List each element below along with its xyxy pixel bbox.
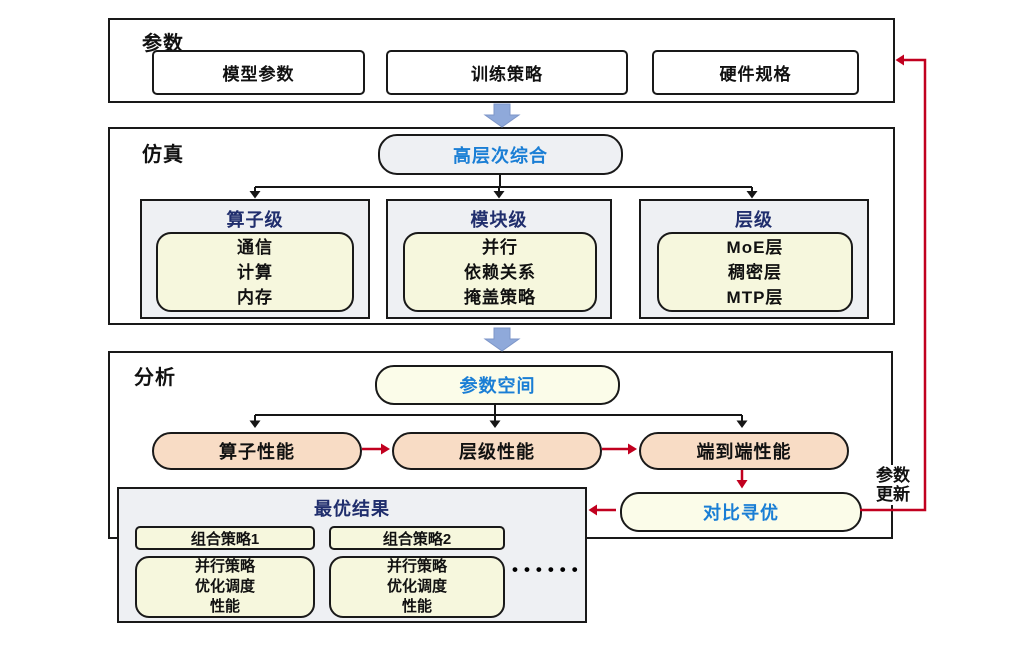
strategy-1-body: 并行策略 优化调度 性能 [135,556,315,618]
hardware-spec-box: 硬件规格 [652,50,859,95]
strategy-line: 优化调度 [386,578,447,595]
layer-item: 稠密层 [728,262,782,282]
compare-optimize-box: 对比寻优 [620,492,862,532]
training-strategy-box: 训练策略 [386,50,628,95]
optimal-results-title: 最优结果 [314,499,390,519]
param-update-label: 参数 更新 [866,465,920,505]
operator-item: 内存 [237,287,273,307]
model-params-box: 模型参数 [152,50,365,95]
simulation-section: 仿真 高层次综合 算子级 通信 计算 内存 模块级 并行 依赖关系 掩盖策略 层… [108,127,895,325]
strategy-line: 并行策略 [194,558,255,575]
layer-level-box: 层级 MoE层 稠密层 MTP层 [639,199,869,319]
strategy-1-header: 组合策略1 [135,526,315,550]
strategy-line: 性能 [401,598,432,615]
module-level-title: 模块级 [470,210,528,230]
strategy-2-header: 组合策略2 [329,526,505,550]
layer-level-title: 层级 [735,210,773,230]
end2end-perf-box: 端到端性能 [639,432,849,470]
module-level-items: 并行 依赖关系 掩盖策略 [403,232,597,312]
module-item: 掩盖策略 [464,287,536,307]
param-space-box: 参数空间 [375,365,620,405]
analysis-section-label: 分析 [134,367,176,389]
block-arrow-down-icon [483,327,521,352]
strategy-line: 优化调度 [194,578,255,595]
operator-item: 通信 [237,237,273,257]
strategy-2-body: 并行策略 优化调度 性能 [329,556,505,618]
simulation-section-label: 仿真 [142,144,184,166]
operator-level-box: 算子级 通信 计算 内存 [140,199,370,319]
ellipsis-dots: •••••• [512,560,584,579]
layer-item: MTP层 [726,287,784,307]
module-level-box: 模块级 并行 依赖关系 掩盖策略 [386,199,612,319]
optimal-results-box: 最优结果 组合策略1 组合策略2 并行策略 优化调度 性能 并行策略 优化调度 … [117,487,587,623]
params-section-label: 参数 [142,33,184,55]
param-update-line2: 更新 [876,485,910,504]
operator-perf-box: 算子性能 [152,432,362,470]
operator-item: 计算 [237,262,273,282]
layer-level-items: MoE层 稠密层 MTP层 [657,232,853,312]
operator-level-title: 算子级 [226,210,284,230]
params-section: 参数 模型参数 训练策略 硬件规格 [108,18,895,103]
layer-perf-box: 层级性能 [392,432,602,470]
strategy-line: 并行策略 [386,558,447,575]
operator-level-items: 通信 计算 内存 [156,232,354,312]
param-update-line1: 参数 [876,466,910,485]
strategy-line: 性能 [209,598,240,615]
layer-item: MoE层 [726,237,784,257]
module-item: 并行 [482,237,518,257]
hls-box: 高层次综合 [378,134,623,175]
module-item: 依赖关系 [464,262,536,282]
block-arrow-down-icon [483,103,521,128]
